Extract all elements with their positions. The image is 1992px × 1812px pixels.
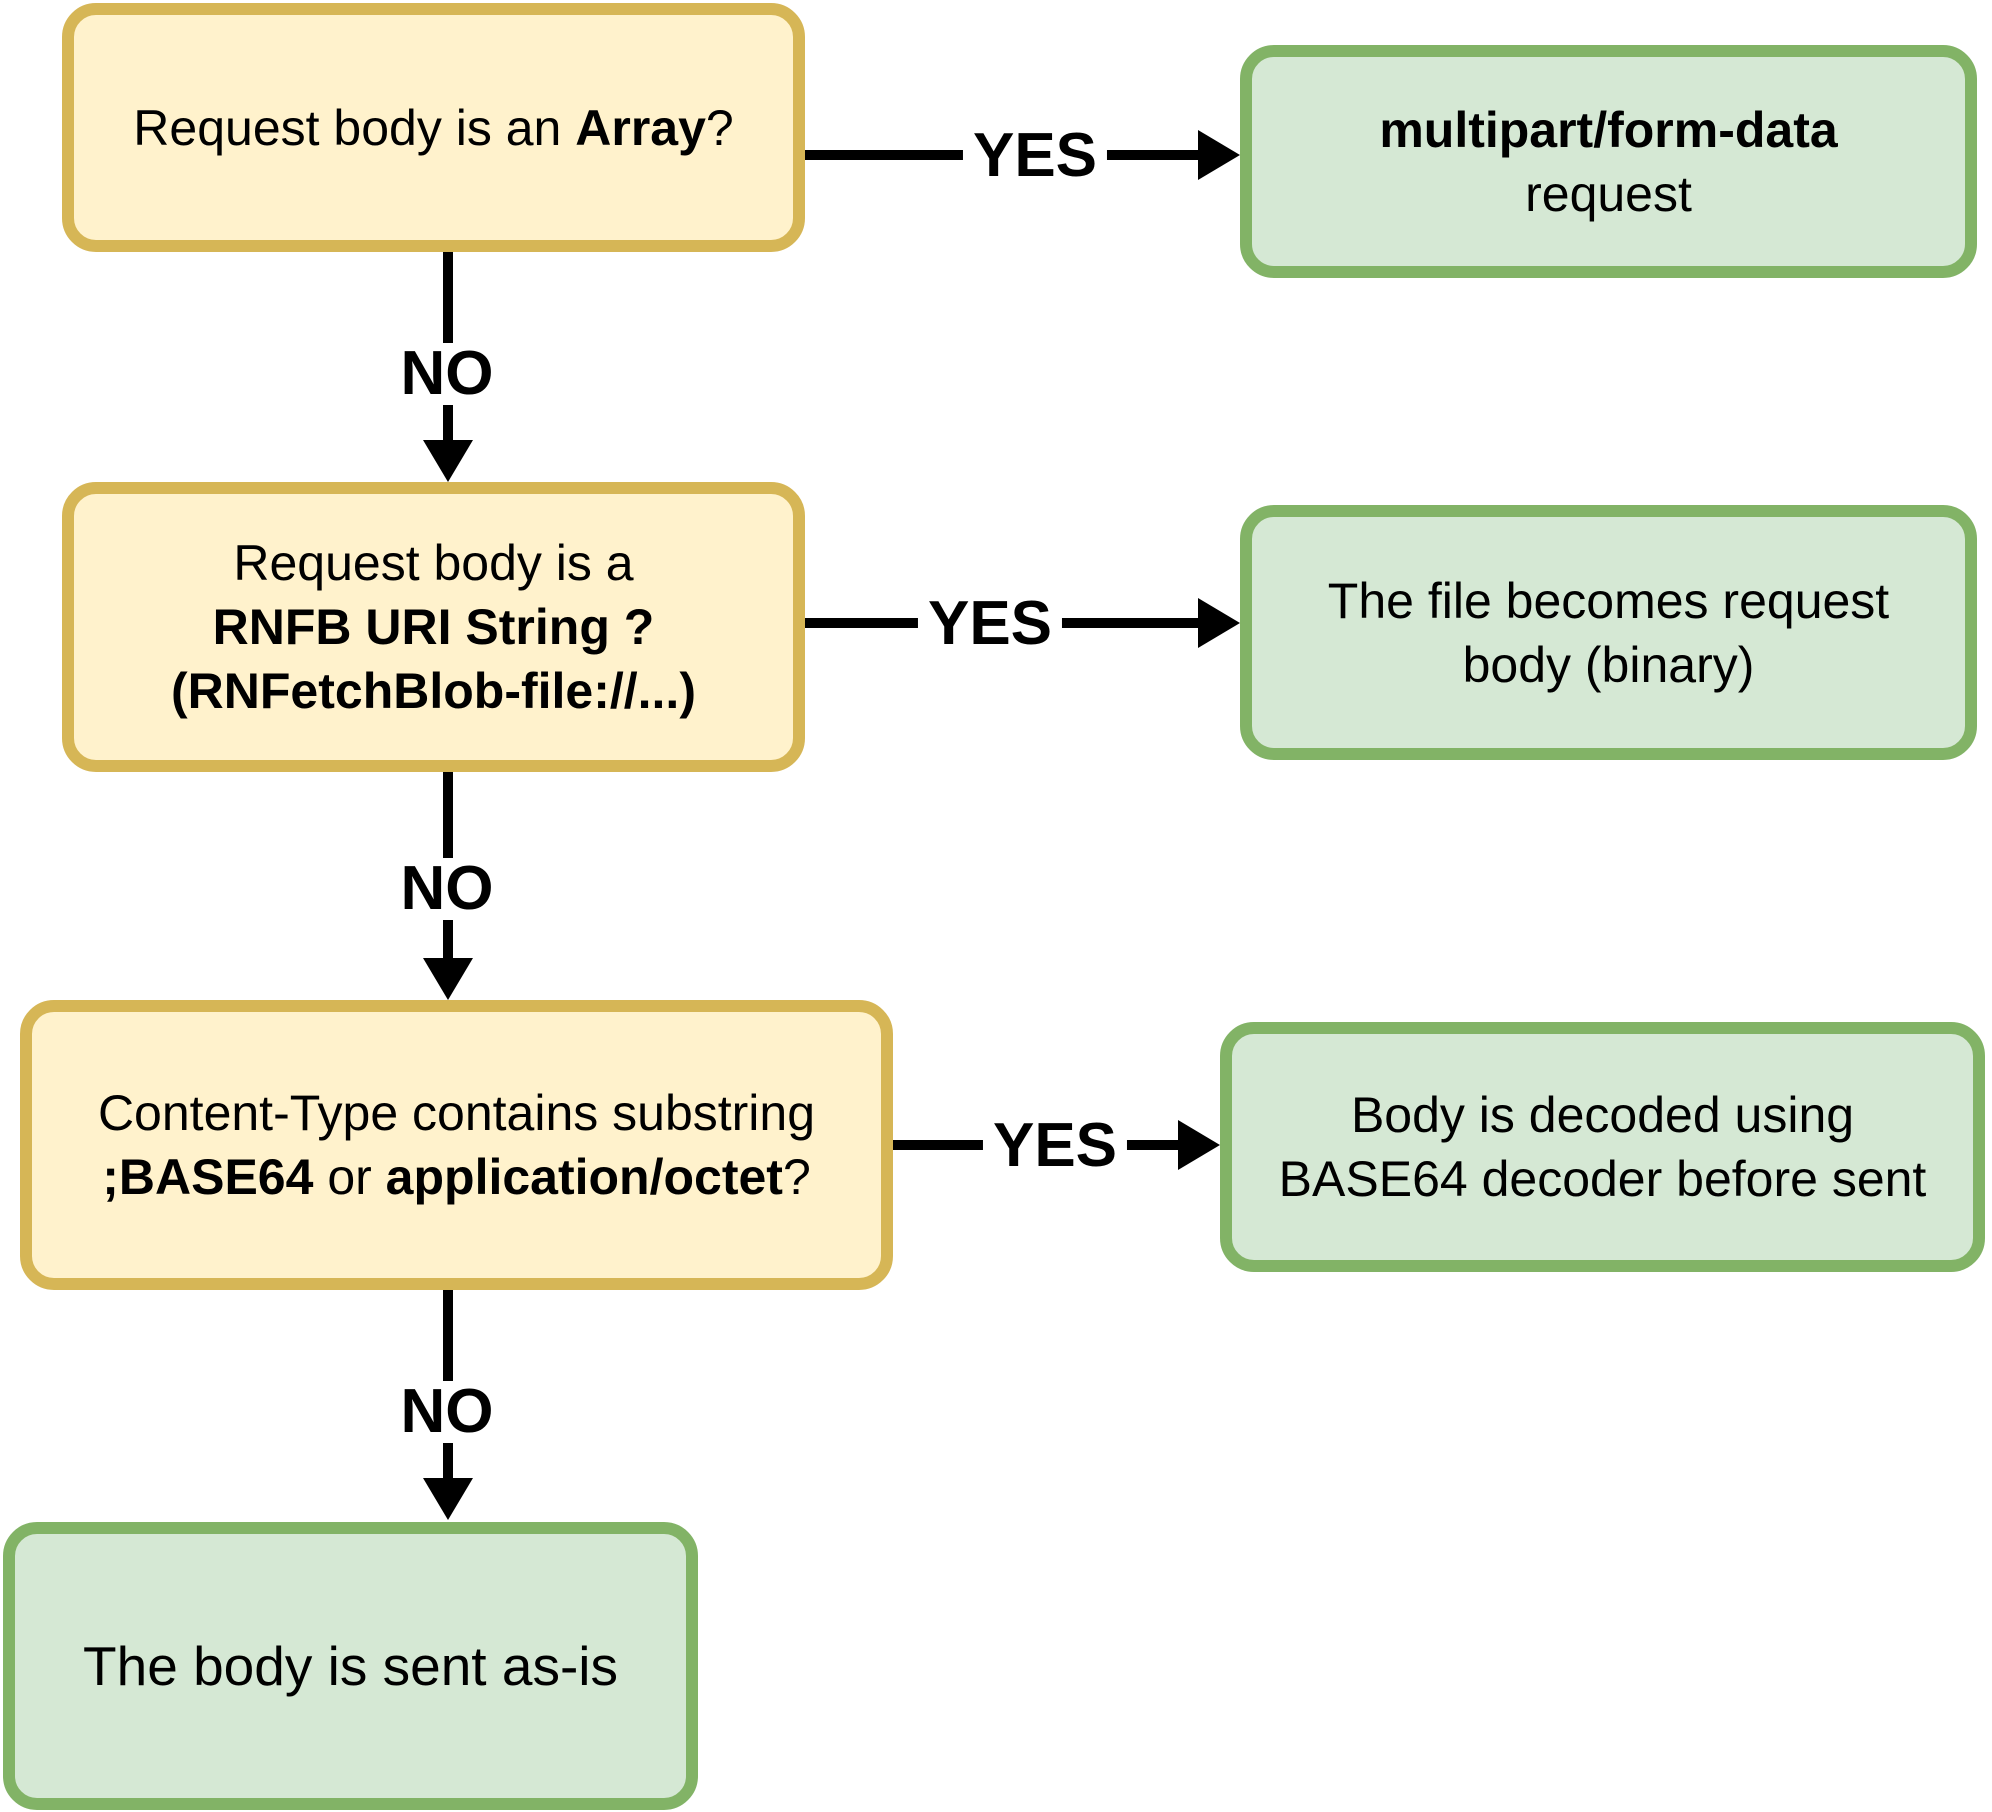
- result-base64-line2: BASE64 decoder before sent: [1278, 1151, 1927, 1207]
- decision-node-rnfb-uri: Request body is a RNFB URI String ? (RNF…: [62, 482, 805, 772]
- decision-rnfb-line3: (RNFetchBlob-file://...): [171, 663, 696, 719]
- yes-label-2: YES: [917, 593, 1063, 655]
- result-node-send-as-is: The body is sent as-is: [3, 1522, 698, 1810]
- decision-node-array: Request body is an Array?: [62, 3, 805, 252]
- result-binary-line1: The file becomes request: [1327, 572, 1890, 629]
- result-node-base64-decode: Body is decoded using BASE64 decoder bef…: [1220, 1022, 1985, 1272]
- decision-ctype-line2: ;BASE64 or application/octet?: [102, 1149, 811, 1205]
- result-node-multipart: multipart/form-data request: [1240, 45, 1977, 278]
- result-base64-line1: Body is decoded using: [1350, 1087, 1855, 1143]
- yes-label-1: YES: [962, 125, 1108, 187]
- yes-label-3: YES: [982, 1115, 1128, 1177]
- no-label-1: NO: [390, 343, 504, 405]
- decision-ctype-line1: Content-Type contains substring: [97, 1085, 816, 1141]
- no-label-3: NO: [390, 1381, 504, 1443]
- arrowhead-right-icon: [1198, 598, 1240, 648]
- result-binary-line2: body (binary): [1462, 636, 1755, 693]
- result-node-binary-body: The file becomes request body (binary): [1240, 505, 1977, 760]
- result-as-is-text: The body is sent as-is: [83, 1634, 618, 1697]
- decision-node-content-type: Content-Type contains substring ;BASE64 …: [20, 1000, 893, 1290]
- arrowhead-right-icon: [1198, 130, 1240, 180]
- decision-rnfb-line1: Request body is a: [233, 535, 634, 591]
- no-label-2: NO: [390, 858, 504, 920]
- arrowhead-down-icon: [423, 440, 473, 482]
- decision-array-text: Request body is an Array?: [133, 99, 734, 156]
- arrowhead-right-icon: [1178, 1120, 1220, 1170]
- result-multipart-line1: multipart/form-data: [1379, 101, 1838, 158]
- result-multipart-line2: request: [1525, 165, 1692, 222]
- arrowhead-down-icon: [423, 1478, 473, 1520]
- decision-rnfb-line2: RNFB URI String ?: [212, 599, 655, 655]
- arrowhead-down-icon: [423, 958, 473, 1000]
